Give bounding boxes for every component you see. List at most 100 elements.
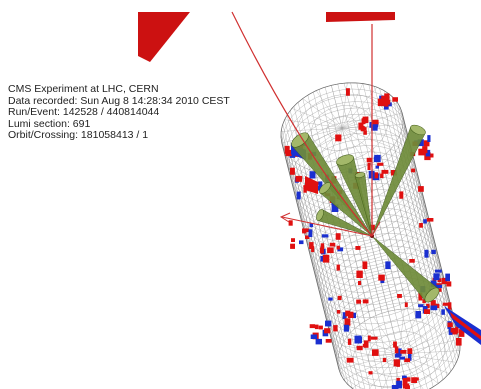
calo-deposit [394,354,401,358]
calo-deposit [356,345,363,351]
jet-cone [371,126,426,237]
calo-deposit [354,335,362,344]
calo-deposit [315,338,322,345]
calo-deposit [423,309,430,314]
calo-deposit [311,246,315,253]
calo-deposit [299,240,304,245]
muon-chamber-right [326,12,395,22]
calo-deposit [385,261,391,270]
calo-deposit [319,247,324,254]
calo-deposit [336,264,340,271]
calo-deposit [426,303,430,309]
calo-deposit-rim [305,176,318,194]
calo-deposit [331,204,339,212]
run-event: Run/Event: 142528 / 440814044 [8,106,160,118]
calo-deposit [413,377,419,381]
calo-deposit [441,309,445,315]
calo-deposit [402,378,408,386]
calo-deposit [375,165,379,169]
calo-deposit [345,310,350,317]
calo-deposit [360,127,367,131]
calo-deposit [290,167,295,175]
calo-deposit [441,277,447,285]
calo-deposit [320,256,325,262]
calo-deposit [342,312,347,320]
calo-deposit [434,269,442,273]
calo-deposit [366,157,372,163]
calo-deposit [335,134,342,142]
calo-deposit [367,162,371,170]
calo-deposit [289,154,296,158]
event-info-panel: CMS Experiment at LHC, CERN Data recorde… [8,83,230,142]
calo-deposit [423,140,430,147]
calo-deposit [427,153,434,158]
calo-deposit [418,148,425,156]
calo-deposit [374,172,379,179]
calo-deposit [418,292,423,301]
calo-deposit [337,295,342,300]
calo-deposit [425,149,431,157]
calo-deposit [380,173,384,179]
calo-deposit [422,146,428,154]
calo-deposit [371,119,379,125]
calo-deposit [381,169,389,174]
calo-deposit [347,338,352,345]
calo-deposit [327,247,334,254]
calo-deposit [335,233,341,240]
calo-deposit [329,242,336,247]
jet-cone-cap [291,132,309,148]
jet-cone-cap [354,172,366,178]
calo-deposit [448,302,452,310]
calo-deposit [409,259,415,263]
calo-deposit [411,168,416,173]
calo-deposit [333,325,338,332]
calo-deposit [384,105,389,110]
calo-deposit [346,357,354,363]
calo-deposit [309,242,314,249]
calo-deposit [377,98,385,107]
calo-deposit [426,218,434,222]
calo-deposit [321,234,329,238]
calo-deposit [390,170,397,176]
calo-deposit [358,281,362,286]
calo-deposit [391,385,399,389]
calo-deposit [291,238,295,242]
calo-deposit [395,348,402,356]
calo-deposit [405,377,411,382]
calo-deposit [396,380,402,389]
calo-deposit [419,223,423,228]
calo-deposit [400,350,407,354]
calo-deposit [356,270,363,278]
calo-deposit [322,254,330,263]
calo-deposit [290,243,295,249]
calo-deposit [367,335,371,342]
calo-deposit [392,97,398,102]
calo-deposit [418,186,424,192]
jet-cone-cap [316,209,324,221]
calo-deposit [384,99,389,107]
calo-deposit [450,327,454,333]
calo-deposit [314,324,319,330]
calo-deposit [407,348,413,354]
calo-deposit [352,312,356,319]
calo-deposit [343,324,350,332]
calo-deposit [369,122,373,128]
calo-deposit [328,297,333,301]
calo-deposit [344,318,351,326]
calo-deposit [305,235,310,239]
track-short [371,221,381,237]
calo-deposit [448,328,453,335]
calo-deposit [348,311,354,318]
orbit-crossing: Orbit/Crossing: 181058413 / 1 [8,129,149,141]
calo-deposit [399,191,404,199]
calo-deposit [309,171,316,179]
jet-cone-cap [424,287,440,303]
calo-deposit [362,299,369,304]
calo-deposit [435,284,442,289]
calo-deposit [308,229,313,238]
calo-deposit [394,346,399,354]
calo-deposit [358,122,364,130]
calo-deposit [310,334,318,339]
calo-deposit [422,299,426,304]
